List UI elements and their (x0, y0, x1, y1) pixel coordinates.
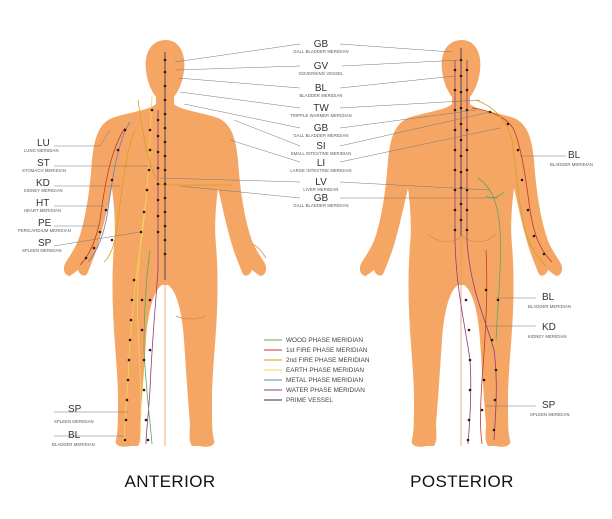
right-labels: BL BLADDER MERIDIAN BL BLADDER MERIDIAN … (528, 150, 593, 417)
left-label-code: HT (36, 198, 49, 209)
left-labels: LU LUNG MERIDIAN ST STOMACH MERIDIAN KD … (18, 138, 95, 447)
center-label-code: LV (315, 177, 327, 188)
posterior-bladder-inner (454, 60, 472, 445)
right-label-code: SP (542, 400, 556, 411)
center-label-code: BL (315, 83, 328, 94)
left-label-name: KIDNEY MERIDIAN (24, 188, 63, 193)
center-label-code: SI (316, 141, 325, 152)
center-label-name: LARGE INTESTINE MERIDIAN (290, 168, 351, 173)
legend-label: METAL PHASE MERIDIAN (286, 377, 363, 384)
center-label-code: LI (317, 158, 325, 169)
left-label-name: HEART MERIDIAN (24, 208, 61, 213)
posterior-small-intestine (471, 107, 553, 263)
anterior-points (84, 58, 167, 442)
leader-lines (53, 43, 566, 437)
left-label-code: PE (38, 218, 52, 229)
anterior-gb-line (137, 99, 232, 186)
center-label-code: TW (313, 103, 329, 114)
anterior-kidney-line (145, 110, 159, 445)
left-label-name: PERICARDIUM MERIDIAN (18, 228, 71, 233)
center-label-name: LIVER MERIDIAN (303, 187, 338, 192)
legend-label: 1st FIRE PHASE MERIDIAN (286, 347, 368, 354)
center-label-name: GOVERNING VESSEL (299, 71, 344, 76)
legend-label: 2nd FIRE PHASE MERIDIAN (286, 357, 370, 364)
anterior-liver-line (143, 249, 153, 445)
posterior-gb-line (477, 177, 501, 341)
center-labels: GB GALL BLADDER MERIDIAN GV GOVERNING VE… (290, 39, 351, 208)
anterior-lung-line (87, 121, 131, 263)
anterior-hand-line (251, 243, 267, 259)
center-label-name: BLADDER MERIDIAN (299, 93, 342, 98)
left-label-code: ST (37, 158, 50, 169)
center-label-code: GB (314, 39, 329, 50)
posterior-title: POSTERIOR (410, 472, 514, 491)
legend-label: EARTH PHASE MERIDIAN (286, 367, 364, 374)
posterior-liver-mark (485, 191, 505, 199)
right-label-name: KIDNEY MERIDIAN (528, 334, 567, 339)
right-label-code: BL (542, 292, 555, 303)
legend-label: WATER PHASE MERIDIAN (286, 387, 365, 394)
left-label-code: SP (38, 238, 52, 249)
legend-label: WOOD PHASE MERIDIAN (286, 337, 363, 344)
left-label-code: BL (68, 430, 81, 441)
anterior-navel-line (175, 315, 207, 320)
posterior-kidney-line (480, 249, 488, 445)
posterior-triple-warmer (475, 99, 547, 267)
right-label-name: BLADDER MERIDIAN (528, 304, 571, 309)
right-label-code: BL (568, 150, 581, 161)
posterior-bladder-outer (466, 60, 497, 441)
anterior-figure (63, 40, 267, 447)
left-label-name: SPLEEN MERIDIAN (54, 419, 94, 424)
posterior-points (453, 58, 546, 442)
anterior-heart-line (79, 127, 126, 266)
left-label-name: LUNG MERIDIAN (24, 148, 59, 153)
center-label-name: SMALL INTESTINE MERIDIAN (291, 151, 352, 156)
anterior-spleen-line (137, 199, 147, 441)
legend: WOOD PHASE MERIDIAN 1st FIRE PHASE MERID… (264, 337, 370, 404)
left-label-code: SP (68, 404, 82, 415)
legend-label: PRIME VESSEL (286, 397, 333, 404)
center-label-code: GV (314, 61, 329, 72)
anterior-title: ANTERIOR (124, 472, 215, 491)
left-label-name: SPLEEN MERIDIAN (22, 248, 62, 253)
center-label-name: TRIPPLE WARMER MERIDIAN (290, 113, 351, 118)
posterior-buttock-line (427, 233, 497, 243)
left-label-name: BLADDER MERIDIAN (52, 442, 95, 447)
right-label-code: KD (542, 322, 556, 333)
left-label-code: KD (36, 178, 50, 189)
center-label-code: GB (314, 123, 329, 134)
posterior-figure (359, 40, 563, 447)
left-label-code: LU (37, 138, 50, 149)
center-label-code: GB (314, 193, 329, 204)
right-label-name: SPLEEN MERIDIAN (530, 412, 570, 417)
center-label-name: GALL BLADDER MERIDIAN (293, 133, 348, 138)
center-label-name: GALL BLADDER MERIDIAN (293, 203, 348, 208)
right-label-name: BLADDER MERIDIAN (550, 162, 593, 167)
center-label-name: GALL BLADDER MERIDIAN (293, 49, 348, 54)
left-label-name: STOMACH MERIDIAN (22, 168, 66, 173)
anterior-pericardium-line (103, 129, 136, 263)
